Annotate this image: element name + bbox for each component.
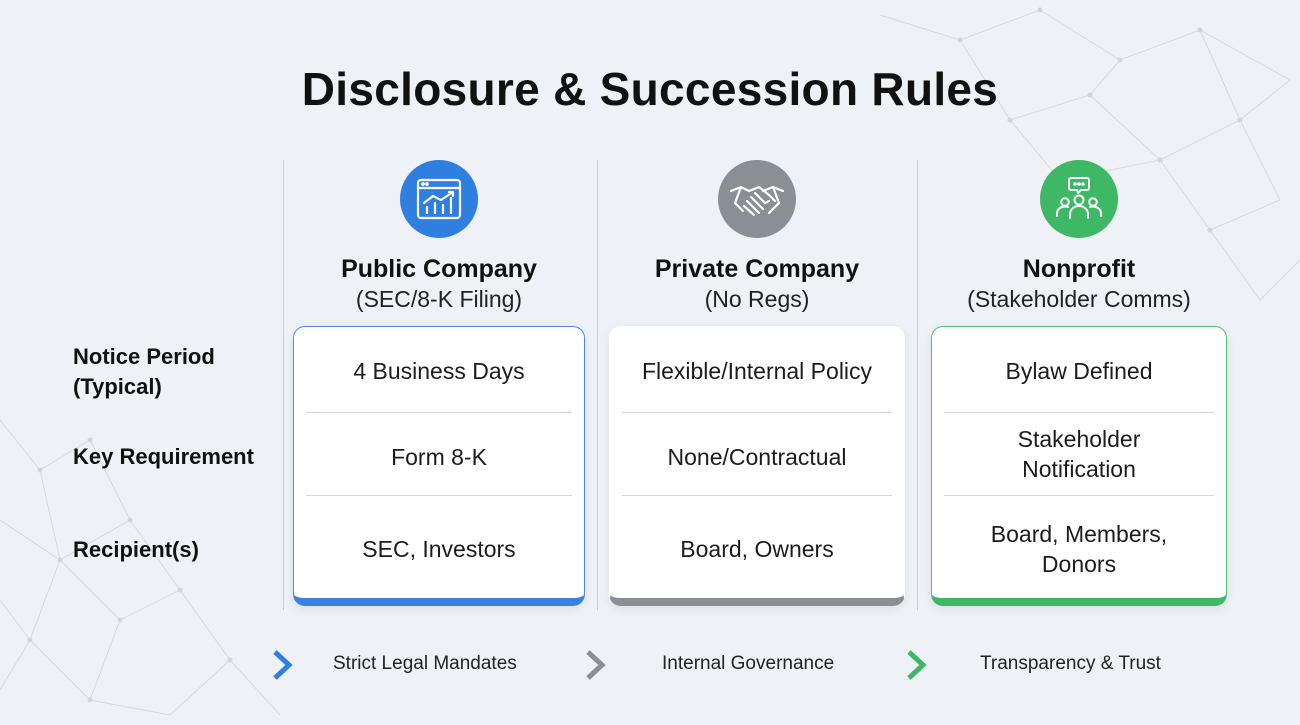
- row-separator: [622, 495, 892, 496]
- column-divider: [917, 160, 918, 610]
- chevron-right-icon: [904, 648, 930, 682]
- row-separator: [944, 412, 1214, 413]
- cell-key-requirement: None/Contractual: [667, 444, 847, 470]
- handshake-icon: [718, 160, 796, 238]
- column-name: Public Company: [341, 255, 537, 283]
- row-label-line: Notice Period: [73, 344, 215, 369]
- row-label-recipients: Recipient(s): [73, 537, 199, 562]
- column-subtitle: (Stakeholder Comms): [967, 286, 1191, 312]
- column-subtitle: (No Regs): [704, 286, 810, 312]
- column-header-nonprofit: Nonprofit (Stakeholder Comms): [931, 160, 1227, 314]
- community-group-icon: [1040, 160, 1118, 238]
- cell-recipients: Board, Members, Donors: [932, 507, 1226, 591]
- footer-label: Strict Legal Mandates: [333, 653, 517, 674]
- cell-key-requirement: Form 8-K: [391, 444, 487, 470]
- card-private-company: Flexible/Internal Policy None/Contractua…: [609, 326, 905, 606]
- footer-label: Transparency & Trust: [980, 653, 1161, 674]
- column-name: Nonprofit: [1022, 255, 1136, 283]
- row-label-notice-period: Notice Period (Typical): [73, 342, 215, 402]
- cell-line: Stakeholder: [1017, 426, 1141, 452]
- cell-recipients: Board, Owners: [680, 536, 834, 562]
- column-subtitle: (SEC/8-K Filing): [355, 286, 523, 312]
- cell-line: Board, Members,: [990, 521, 1168, 547]
- chevron-right-icon: [270, 648, 296, 682]
- column-divider: [597, 160, 598, 610]
- row-separator: [306, 412, 572, 413]
- row-label-key-requirement: Key Requirement: [73, 444, 254, 469]
- column-name: Private Company: [654, 255, 860, 283]
- row-separator: [306, 495, 572, 496]
- chart-dashboard-icon: [400, 160, 478, 238]
- cell-notice-period: 4 Business Days: [353, 358, 525, 384]
- column-header-public: Public Company (SEC/8-K Filing): [293, 160, 585, 314]
- column-divider: [283, 160, 284, 610]
- chevron-right-icon: [583, 648, 609, 682]
- card-public-company: 4 Business Days Form 8-K SEC, Investors: [293, 326, 585, 606]
- cell-notice-period: Flexible/Internal Policy: [641, 358, 873, 384]
- row-separator: [622, 412, 892, 413]
- cell-line: Notification: [1022, 456, 1136, 482]
- card-nonprofit: Bylaw Defined Stakeholder Notification B…: [931, 326, 1227, 606]
- cell-notice-period: Bylaw Defined: [1005, 358, 1153, 384]
- row-separator: [944, 495, 1214, 496]
- column-header-private: Private Company (No Regs): [609, 160, 905, 314]
- row-label-line: (Typical): [73, 374, 162, 399]
- page-title: Disclosure & Succession Rules: [301, 63, 999, 115]
- cell-line: Donors: [1041, 551, 1117, 577]
- cell-recipients: SEC, Investors: [362, 536, 516, 562]
- footer-label: Internal Governance: [662, 653, 835, 674]
- cell-key-requirement: Stakeholder Notification: [932, 419, 1226, 489]
